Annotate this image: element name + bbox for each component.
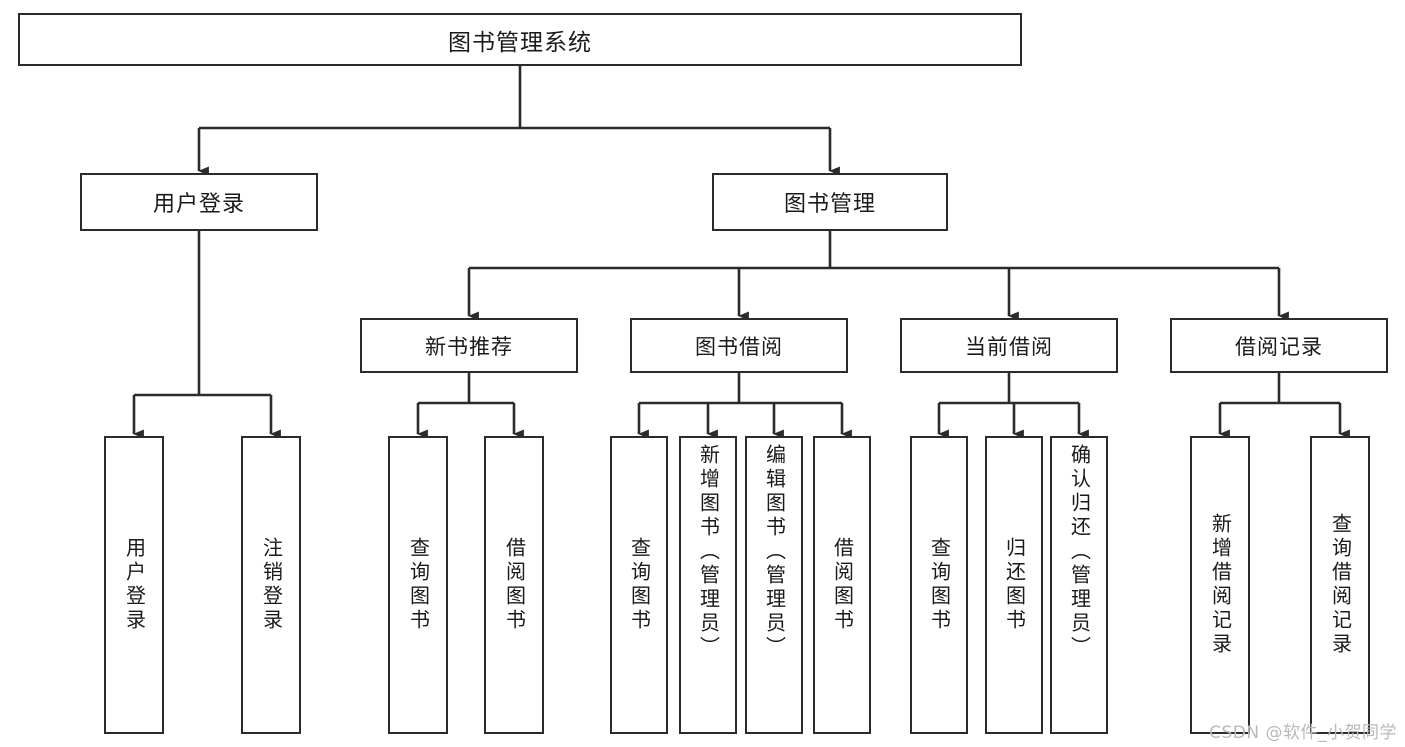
node-label: 新增图书（管理员） <box>696 444 721 660</box>
node-label: 确认归还（管理员） <box>1067 444 1092 660</box>
node-leaf-query-book-2[interactable]: 查询图书 <box>610 436 668 734</box>
node-label: 查询图书 <box>406 537 431 633</box>
node-label: 图书借阅 <box>695 334 783 359</box>
node-leaf-add-book[interactable]: 新增图书（管理员） <box>679 436 737 734</box>
node-label: 借阅图书 <box>830 537 855 633</box>
node-label: 查询图书 <box>927 537 952 633</box>
node-new-book-recommend[interactable]: 新书推荐 <box>360 318 578 373</box>
node-label: 当前借阅 <box>965 334 1053 359</box>
node-leaf-query-book-3[interactable]: 查询图书 <box>910 436 968 734</box>
node-borrow-record[interactable]: 借阅记录 <box>1170 318 1388 373</box>
node-user-login[interactable]: 用户登录 <box>80 173 318 231</box>
node-label: 借阅记录 <box>1235 334 1323 359</box>
edge-group <box>132 66 1350 439</box>
node-label: 归还图书 <box>1002 537 1027 633</box>
node-leaf-borrow-book-1[interactable]: 借阅图书 <box>484 436 544 734</box>
node-leaf-return-book[interactable]: 归还图书 <box>985 436 1043 734</box>
node-label: 新增借阅记录 <box>1208 513 1233 657</box>
node-label: 查询图书 <box>627 537 652 633</box>
node-root[interactable]: 图书管理系统 <box>18 13 1022 66</box>
node-leaf-query-book-1[interactable]: 查询图书 <box>388 436 448 734</box>
node-label: 用户登录 <box>122 537 147 633</box>
node-label: 图书管理系统 <box>448 29 592 56</box>
node-leaf-confirm-return[interactable]: 确认归还（管理员） <box>1050 436 1108 734</box>
node-label: 图书管理 <box>783 192 876 217</box>
node-book-borrow[interactable]: 图书借阅 <box>630 318 848 373</box>
node-label: 用户登录 <box>152 192 245 217</box>
node-leaf-add-record[interactable]: 新增借阅记录 <box>1190 436 1250 734</box>
node-label: 查询借阅记录 <box>1328 513 1353 657</box>
node-book-manage[interactable]: 图书管理 <box>712 173 948 231</box>
node-leaf-user-login[interactable]: 用户登录 <box>104 436 164 734</box>
node-leaf-borrow-book-2[interactable]: 借阅图书 <box>813 436 871 734</box>
node-label: 新书推荐 <box>425 334 513 359</box>
node-label: 编辑图书（管理员） <box>762 444 787 660</box>
watermark-text: CSDN @软件_小贺同学 <box>1209 723 1397 743</box>
node-leaf-user-logout[interactable]: 注销登录 <box>241 436 301 734</box>
node-leaf-edit-book[interactable]: 编辑图书（管理员） <box>745 436 803 734</box>
node-label: 注销登录 <box>259 537 284 633</box>
node-label: 借阅图书 <box>502 537 527 633</box>
node-leaf-query-record[interactable]: 查询借阅记录 <box>1310 436 1370 734</box>
node-current-borrow[interactable]: 当前借阅 <box>900 318 1118 373</box>
